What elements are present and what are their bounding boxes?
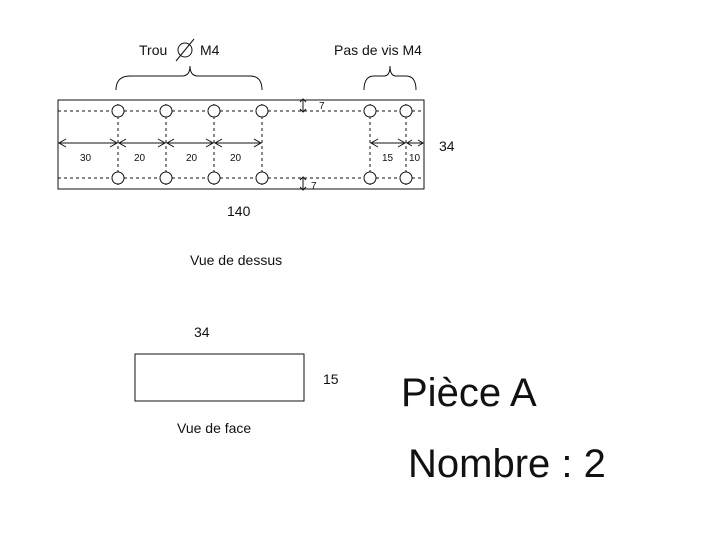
thread-hole	[399, 104, 413, 118]
thread-hole	[399, 171, 413, 185]
front-view-caption: Vue de face	[177, 420, 251, 436]
dim-length: 140	[227, 203, 251, 219]
spacing-dimensions	[57, 138, 424, 148]
dim-offset-top: 7	[319, 101, 325, 112]
hole	[255, 171, 269, 185]
dim-offset-bottom: 7	[311, 181, 317, 192]
dim-20: 20	[186, 153, 198, 164]
thread-brace	[363, 65, 417, 91]
hole	[255, 104, 269, 118]
dim-30: 30	[80, 153, 92, 164]
thread-hole	[363, 171, 377, 185]
hole	[111, 171, 125, 185]
holes-top-row	[111, 104, 413, 118]
top-view-caption: Vue de dessus	[190, 252, 282, 268]
hole-label: Trou	[139, 42, 167, 58]
offset-dimension-top	[299, 98, 307, 113]
offset-dimension-bottom	[299, 176, 307, 191]
dim-15: 15	[382, 153, 394, 164]
front-dim-height: 15	[323, 371, 339, 387]
front-view-outline	[134, 353, 305, 402]
holes-bottom-row	[111, 171, 413, 185]
dim-20: 20	[230, 153, 242, 164]
part-title: Pièce A	[401, 371, 537, 415]
thread-hole	[363, 104, 377, 118]
dim-10: 10	[409, 153, 421, 164]
hole	[111, 104, 125, 118]
hole	[207, 171, 221, 185]
dim-height: 34	[439, 138, 455, 154]
part-quantity: Nombre : 2	[408, 442, 606, 486]
top-view-outline	[57, 99, 425, 190]
hole-brace	[115, 65, 263, 91]
diameter-icon	[175, 38, 195, 62]
thread-label: Pas de vis M4	[334, 42, 422, 58]
dim-20: 20	[134, 153, 146, 164]
hole	[159, 104, 173, 118]
hole-spec-label: M4	[200, 42, 220, 58]
hole	[159, 171, 173, 185]
front-dim-width: 34	[194, 324, 210, 340]
hole	[207, 104, 221, 118]
